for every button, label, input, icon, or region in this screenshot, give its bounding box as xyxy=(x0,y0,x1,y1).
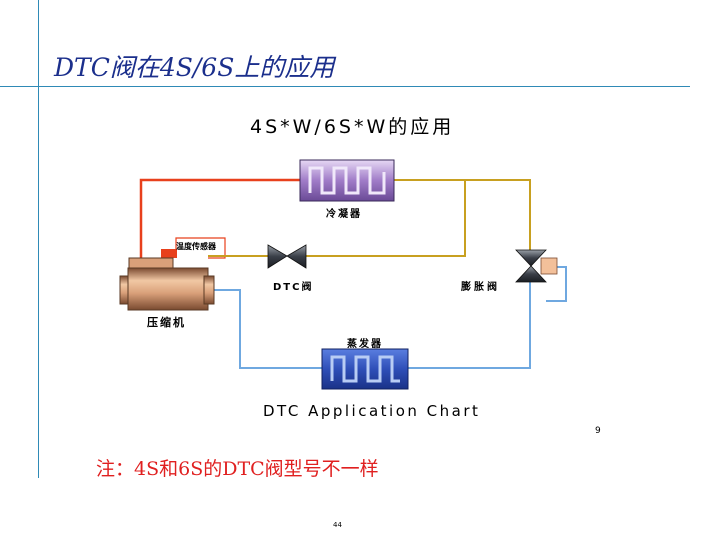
evaporator xyxy=(321,348,409,390)
compressor xyxy=(119,257,215,311)
diagram-subtitle: 4S*W/6S*W的应用 xyxy=(250,116,455,138)
diagram-caption: DTC Application Chart xyxy=(263,402,481,420)
condenser-label: 冷凝器 xyxy=(326,209,362,220)
vertical-guide-line xyxy=(38,0,39,478)
horizontal-guide-line xyxy=(0,86,690,87)
slide-number: 9 xyxy=(595,426,601,436)
compressor-label: 压缩机 xyxy=(147,316,186,329)
sensor-line xyxy=(175,237,226,259)
dtc-valve-label: DTC阀 xyxy=(273,282,314,293)
slide-title: DTC阀在4S/6S上的应用 xyxy=(54,53,335,82)
condenser xyxy=(299,159,395,202)
expansion-valve-label: 膨胀阀 xyxy=(461,282,500,293)
expansion-valve-symbol xyxy=(515,249,558,283)
page-number: 44 xyxy=(333,521,342,529)
dtc-valve-symbol xyxy=(267,244,307,269)
liquid-line xyxy=(208,179,531,257)
note-text: 注：4S和6S的DTC阀型号不一样 xyxy=(96,458,379,480)
temperature-sensor-label: 温度传感器 xyxy=(176,242,216,251)
discharge-line xyxy=(139,178,300,258)
temperature-sensor xyxy=(161,249,177,258)
evaporator-label: 蒸发器 xyxy=(347,339,383,350)
